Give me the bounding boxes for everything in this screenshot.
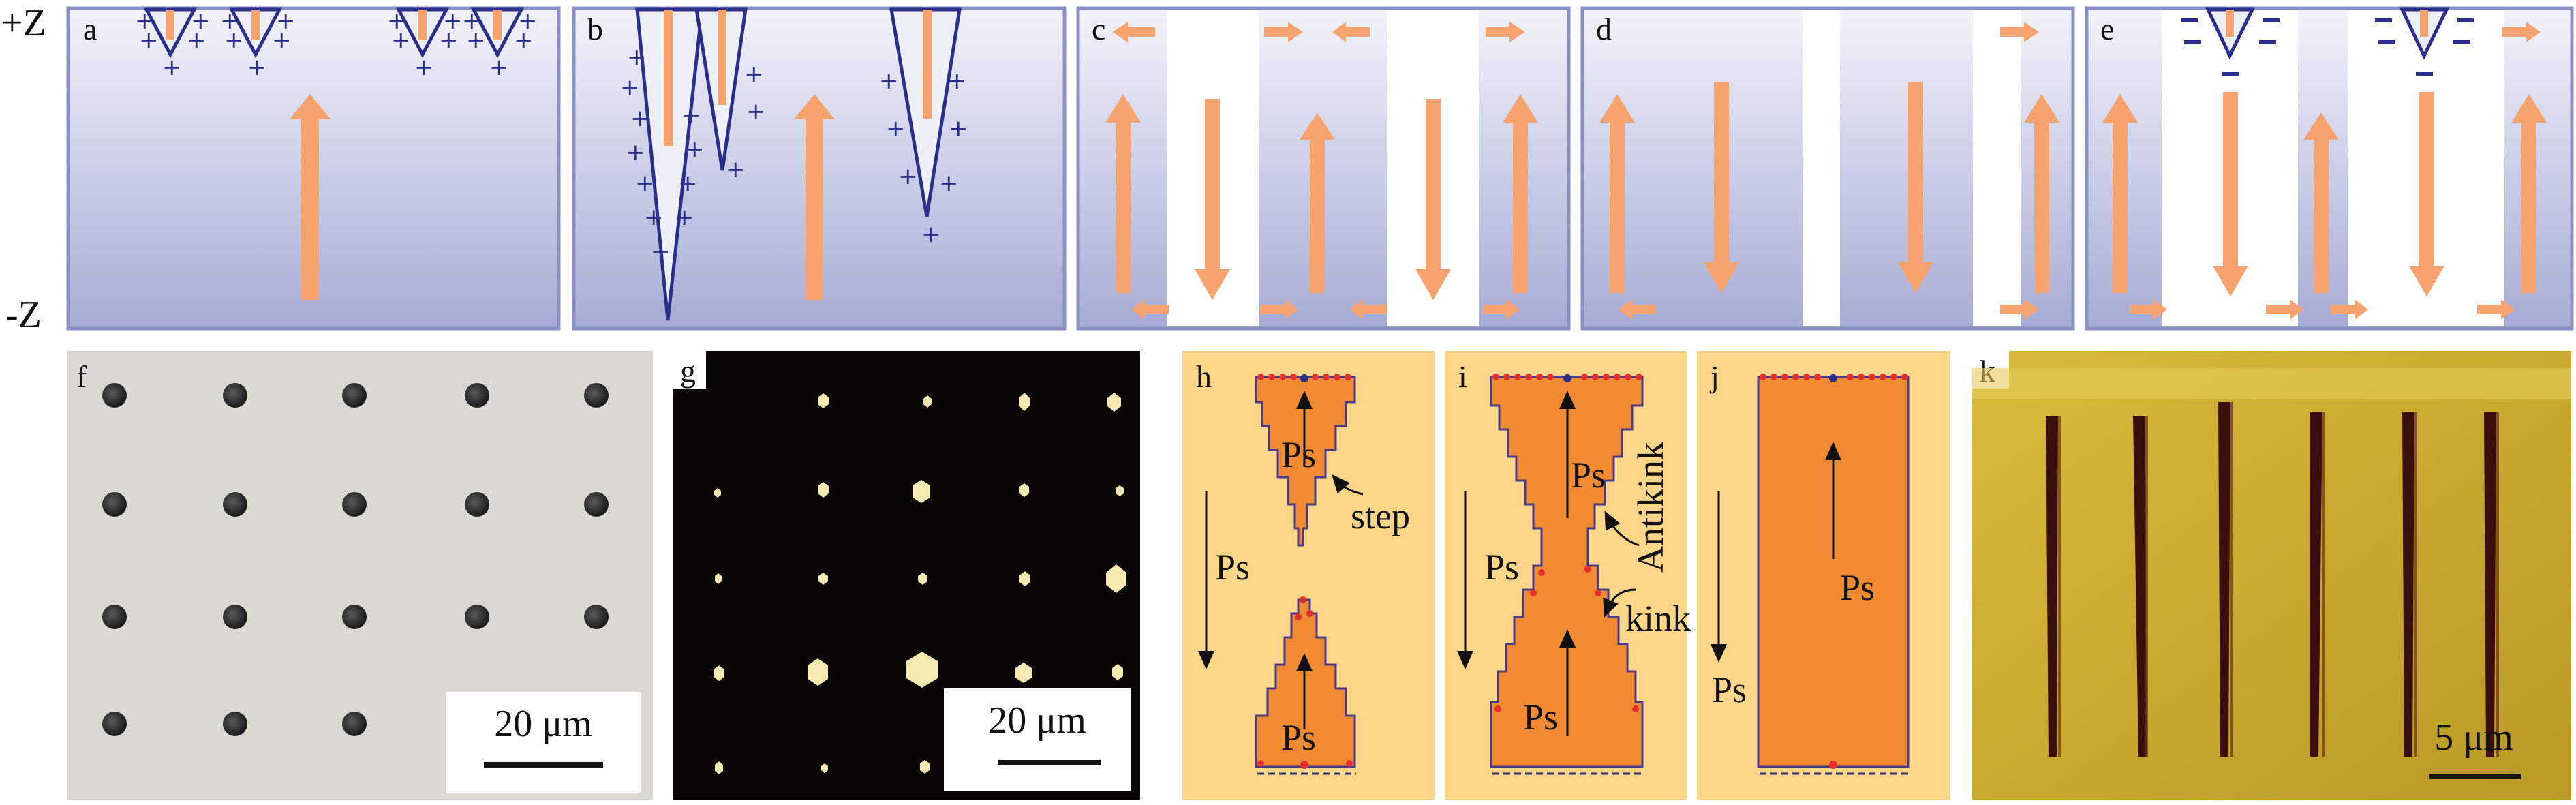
svg-text:+: +: [187, 27, 206, 54]
charge-plus-signs: ++++ +++ ++++ +++ +++ ++++: [620, 44, 968, 265]
kink-label: kink: [1625, 598, 1691, 639]
scale-bar-f: [484, 762, 603, 768]
panel-b: b ++++ +++ ++++ +++ +++ ++++: [572, 6, 1067, 331]
svg-text:+: +: [630, 105, 650, 132]
charge-minus-signs: [2181, 18, 2474, 76]
axis-bottom-label: -Z: [5, 294, 42, 336]
panel-a: a +++++ +++++ +++++ +++++: [66, 6, 561, 331]
domain-hourglass: [1490, 376, 1644, 768]
svg-text:+: +: [726, 156, 746, 183]
panel-k: k 5 μm: [1972, 351, 2571, 800]
svg-text:+: +: [162, 54, 182, 81]
scale-bar-label-k: 5 μm: [2434, 716, 2513, 759]
panel-i-letter: i: [1458, 359, 1467, 394]
svg-text:+: +: [746, 98, 766, 125]
svg-text:+: +: [898, 163, 918, 190]
antikink-label: Antikink: [1630, 442, 1671, 573]
dot-array: [102, 383, 609, 736]
svg-text:+: +: [685, 136, 705, 163]
svg-text:+: +: [921, 221, 941, 248]
svg-text:+: +: [947, 67, 967, 95]
domain-arrows: [1599, 22, 2059, 320]
svg-text:+: +: [387, 7, 407, 35]
svg-text:+: +: [620, 74, 640, 102]
svg-text:+: +: [247, 54, 267, 81]
svg-text:+: +: [272, 27, 292, 54]
panel-g: g 20 μm: [673, 351, 1140, 800]
svg-text:+: +: [879, 67, 899, 95]
panel-e-letter: e: [2100, 12, 2114, 46]
panel-f-letter: f: [76, 359, 87, 394]
scale-bar-g: [998, 760, 1101, 765]
panel-j: j Ps Ps: [1697, 351, 1950, 800]
svg-text:+: +: [414, 54, 434, 81]
svg-text:+: +: [462, 7, 482, 35]
svg-text:+: +: [939, 170, 959, 197]
panel-a-letter: a: [83, 12, 97, 46]
svg-text:+: +: [443, 7, 463, 35]
svg-text:+: +: [518, 7, 538, 35]
panel-j-letter: j: [1709, 359, 1719, 394]
svg-text:+: +: [466, 27, 486, 54]
svg-text:+: +: [135, 7, 155, 35]
scale-bar-label-f: 20 μm: [494, 703, 592, 745]
scale-bar-box: [446, 692, 641, 793]
svg-text:+: +: [139, 27, 159, 54]
domain-merged: [1757, 376, 1910, 768]
ps-label: Ps: [1840, 567, 1875, 608]
svg-text:+: +: [626, 139, 645, 166]
svg-text:+: +: [220, 7, 240, 35]
ps-label: Ps: [1281, 717, 1316, 758]
panel-c: c: [1076, 6, 1571, 331]
panel-c-letter: c: [1092, 12, 1105, 46]
panel-d-letter: d: [1596, 12, 1612, 46]
svg-text:+: +: [391, 27, 411, 54]
svg-text:+: +: [675, 204, 694, 231]
svg-text:+: +: [224, 27, 244, 54]
svg-text:+: +: [635, 170, 655, 197]
panel-h-letter: h: [1196, 359, 1212, 394]
domain-arrow-up: [794, 94, 835, 300]
svg-text:+: +: [627, 44, 647, 71]
sem-domain-stripes: [2046, 402, 2496, 757]
ps-label: Ps: [1281, 434, 1316, 475]
axis-top-label: +Z: [1, 2, 46, 44]
svg-text:+: +: [651, 238, 671, 265]
ps-label: Ps: [1523, 697, 1558, 738]
scale-bar-k: [2429, 774, 2521, 779]
svg-text:+: +: [276, 7, 296, 35]
ps-label: Ps: [1484, 547, 1519, 588]
svg-text:+: +: [681, 102, 701, 129]
scale-bar-label-g: 20 μm: [988, 699, 1086, 742]
svg-text:+: +: [949, 115, 968, 142]
svg-text:+: +: [678, 170, 698, 197]
domain-arrows: [2102, 22, 2547, 320]
panel-d: d: [1580, 6, 2075, 331]
panel-b-letter: b: [587, 12, 603, 46]
scale-bar-box: [944, 688, 1131, 791]
step-label: step: [1351, 496, 1410, 536]
panel-f: f 20 μm: [67, 351, 653, 800]
panel-e: e: [2085, 6, 2574, 331]
svg-text:+: +: [439, 27, 459, 54]
svg-text:+: +: [886, 115, 906, 142]
svg-text:+: +: [744, 61, 764, 88]
domain-hexagons: [714, 393, 1126, 774]
ps-label: Ps: [1712, 669, 1747, 710]
charge-plus-signs: +++++ +++++ +++++ +++++: [135, 7, 538, 81]
svg-text:+: +: [191, 7, 211, 35]
ps-label: Ps: [1571, 455, 1606, 496]
svg-text:+: +: [514, 27, 534, 54]
svg-text:+: +: [489, 54, 509, 81]
panel-h: h Ps Ps Ps step: [1182, 351, 1435, 800]
ps-label: Ps: [1215, 547, 1250, 588]
domain-arrow-up: [290, 94, 331, 300]
svg-text:+: +: [644, 204, 664, 231]
panel-i: i Ps Ps Ps Antikink kink: [1445, 351, 1691, 800]
domain-arrows: [1105, 22, 1538, 320]
panel-g-letter: g: [680, 354, 696, 389]
